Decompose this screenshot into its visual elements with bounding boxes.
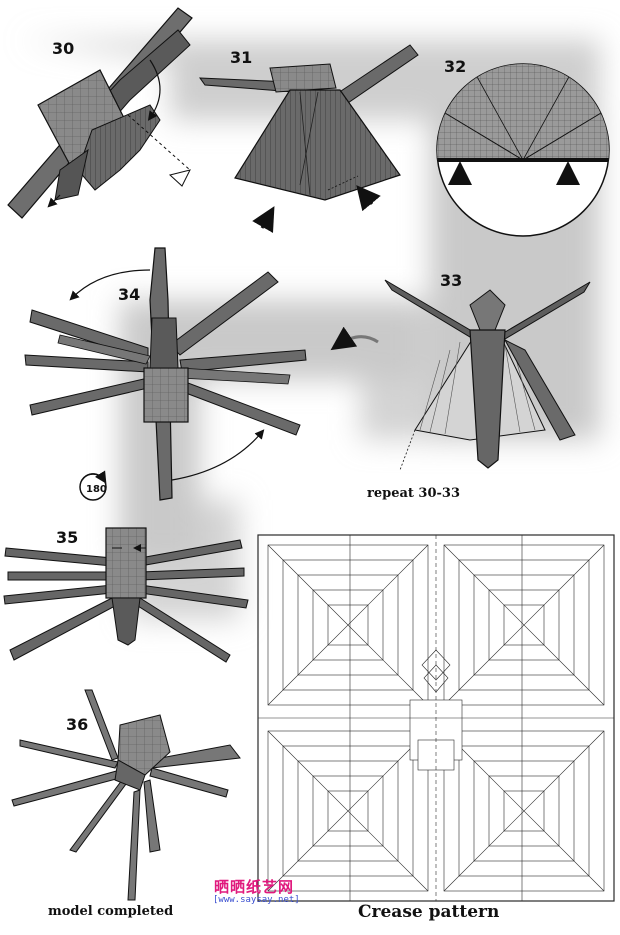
crease-quadrant-top-left [268, 545, 428, 705]
step-35-label: 35 [56, 528, 78, 547]
step-36-label: 36 [66, 715, 88, 734]
step-34-label: 34 [118, 285, 140, 304]
crease-pattern-caption: Crease pattern [358, 902, 499, 922]
repeat-caption: repeat 30-33 [367, 486, 460, 501]
step-31-label: 31 [230, 48, 252, 67]
watermark-logo: 晒晒纸艺网 [214, 876, 294, 897]
crease-quadrant-bottom-right [444, 731, 604, 891]
rotate-180-label: 180 [86, 484, 107, 495]
step-36-figure [12, 690, 240, 900]
step-30-label: 30 [52, 39, 74, 58]
watermark-url: [www.saysay.net] [213, 895, 300, 905]
step-32-detail [437, 62, 609, 236]
crease-pattern [258, 535, 614, 901]
crease-quadrant-bottom-left [268, 731, 428, 891]
step-34-figure [25, 248, 306, 500]
step-32-label: 32 [444, 57, 466, 76]
model-completed-caption: model completed [48, 904, 173, 919]
crease-center [258, 535, 614, 901]
crease-quadrant-top-right [444, 545, 604, 705]
step-30-figure [8, 8, 192, 218]
step-35-figure [4, 528, 248, 662]
step-33-label: 33 [440, 271, 462, 290]
